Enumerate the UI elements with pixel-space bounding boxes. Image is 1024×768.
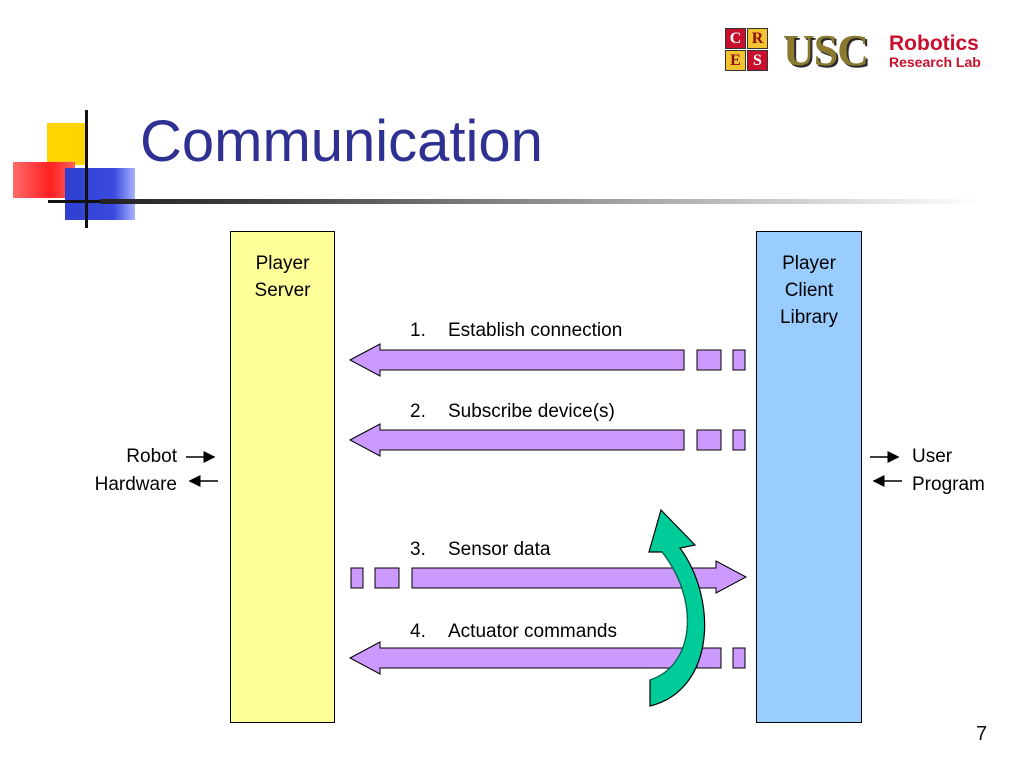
message-4-number: 4. (410, 621, 426, 642)
player-client-label: Player Client Library (779, 253, 839, 328)
title-rule (100, 199, 980, 204)
message-3-arrow (350, 560, 748, 594)
message-3-text: Sensor data (448, 539, 551, 560)
usc-robotics-logo: C R E S USC Robotics Research Lab (725, 26, 1005, 78)
robot-hardware-label: Robot Hardware (94, 446, 177, 495)
message-1: 1. Establish connection (410, 320, 622, 342)
decor-blue-square (65, 168, 135, 220)
slide-title: Communication (140, 109, 543, 174)
logo-cres-e: E (725, 50, 746, 71)
message-1-number: 1. (410, 320, 426, 341)
logo-research-lab: Research Lab (889, 54, 981, 70)
decor-yellow-square (47, 123, 87, 165)
logo-cres-c: C (725, 28, 746, 49)
message-1-text: Establish connection (448, 320, 623, 341)
curved-loop-arrow-icon (648, 508, 706, 707)
decor-red-square (13, 162, 75, 198)
decor-vertical-line (85, 110, 88, 228)
logo-robotics: Robotics (889, 32, 979, 55)
player-server-box: Player Server (230, 231, 335, 723)
player-server-label: Player Server (254, 253, 311, 301)
message-1-arrow (348, 343, 746, 377)
logo-cres-s: S (747, 50, 768, 71)
message-3-number: 3. (410, 539, 426, 560)
message-2: 2. Subscribe device(s) (410, 401, 615, 423)
decor-horizontal-line (48, 200, 148, 203)
robot-hardware-arrows (186, 451, 218, 487)
user-program-arrows (870, 451, 902, 487)
message-4-arrow (348, 641, 746, 675)
page-number: 7 (976, 723, 988, 745)
message-4: 4. Actuator commands (410, 621, 617, 643)
player-client-library-box: Player Client Library (756, 231, 862, 723)
message-2-arrow (348, 423, 746, 457)
logo-cres-r: R (747, 28, 768, 49)
user-program-label: User Program (912, 446, 985, 495)
message-2-text: Subscribe device(s) (448, 401, 615, 422)
message-3: 3. Sensor data (410, 539, 550, 561)
message-2-number: 2. (410, 401, 426, 422)
message-4-text: Actuator commands (448, 621, 617, 642)
logo-usc: USC (783, 26, 869, 75)
